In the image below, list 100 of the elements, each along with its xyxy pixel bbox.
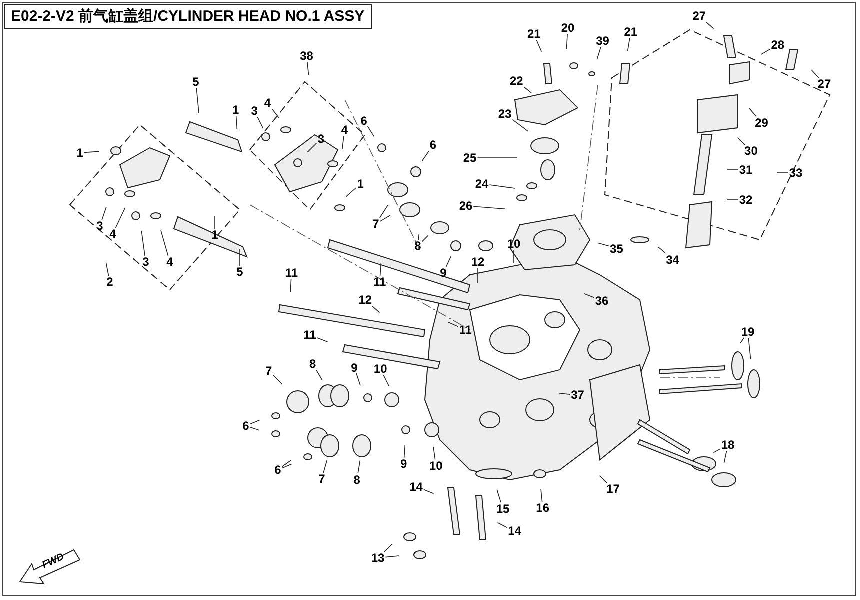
callout-number: 15 (495, 502, 511, 515)
leader-line (433, 446, 436, 460)
leader-line (540, 488, 543, 502)
leader-line (724, 450, 728, 464)
leader-line (380, 204, 388, 218)
callout-number: 27 (692, 10, 708, 22)
callout-number: 11 (302, 329, 318, 342)
callout-number: 6 (242, 420, 250, 432)
leader-line (106, 262, 110, 276)
leader-line (404, 444, 406, 458)
leader-line (115, 208, 126, 228)
leader-line (385, 556, 400, 558)
callout-number: 25 (462, 152, 478, 164)
leader-line (342, 136, 344, 150)
callout-number: 24 (474, 178, 490, 190)
callout-number: 16 (535, 502, 551, 514)
callout-number: 8 (308, 358, 318, 370)
callout-number: 5 (236, 266, 244, 278)
leader-line (599, 475, 608, 484)
leader-line (323, 460, 328, 474)
callout-number: 38 (299, 50, 314, 62)
leader-line (489, 184, 516, 189)
callout-number: 5 (192, 76, 200, 88)
callout-number: 1 (76, 146, 84, 159)
leader-line (584, 294, 595, 298)
leader-line (257, 116, 264, 129)
callout-number: 4 (263, 97, 272, 110)
leader-line (102, 207, 107, 220)
leader-line (84, 151, 100, 154)
callout-number: 1 (356, 178, 365, 190)
leader-line (372, 306, 380, 314)
callout-number: 2 (106, 276, 114, 288)
leader-line (424, 489, 434, 494)
callout-number: 21 (526, 28, 542, 40)
leader-line (384, 544, 392, 552)
callout-number: 30 (744, 145, 759, 158)
leader-line (141, 230, 146, 256)
callout-number: 36 (594, 294, 610, 307)
callout-number: 8 (414, 240, 422, 252)
leader-line (558, 392, 570, 395)
leader-line (496, 490, 502, 503)
callout-number: 14 (507, 525, 522, 538)
callout-number: 4 (166, 256, 174, 268)
leader-line (776, 172, 789, 174)
callout-number: 17 (606, 483, 621, 496)
callout-number: 3 (142, 256, 150, 268)
leader-line (658, 246, 666, 254)
callout-number: 14 (408, 480, 424, 493)
callout-number: 7 (264, 364, 274, 377)
callout-number: 19 (740, 326, 756, 338)
callout-number: 6 (360, 114, 368, 127)
leader-line (737, 137, 746, 146)
callout-number: 28 (770, 38, 786, 51)
leader-line (512, 119, 529, 132)
leader-line (214, 216, 216, 230)
callout-number: 13 (370, 552, 386, 564)
leader-line (272, 374, 283, 385)
leader-line (748, 108, 757, 117)
callout-number: 3 (250, 105, 259, 118)
callout-number: 9 (400, 458, 408, 470)
leader-line (596, 46, 602, 60)
leader-line (497, 522, 508, 528)
leader-line (422, 151, 430, 162)
leader-line (236, 116, 238, 130)
leader-line (627, 38, 630, 52)
leader-line (250, 427, 260, 431)
callout-number: 12 (470, 256, 486, 268)
leader-line (713, 448, 721, 454)
leader-line (524, 86, 532, 94)
leader-line (380, 215, 391, 222)
leader-line (367, 126, 375, 138)
leader-line (358, 460, 361, 474)
callout-number: 27 (816, 78, 832, 90)
leader-line (290, 278, 292, 292)
callout-number: 10 (372, 363, 388, 376)
leader-line (282, 464, 292, 469)
callout-number: 11 (372, 276, 388, 288)
diagram-title: E02-2-V2 前气缸盖组/CYLINDER HEAD NO.1 ASSY (4, 4, 372, 29)
callout-number: 6 (274, 464, 282, 476)
callout-number: 31 (738, 164, 754, 176)
callout-number: 4 (340, 124, 350, 136)
callout-number: 6 (428, 139, 438, 152)
leader-line (307, 142, 318, 153)
forward-direction-arrow: FWD (18, 548, 82, 586)
callout-number: 11 (458, 324, 473, 336)
leader-line (380, 262, 382, 276)
leader-line (536, 40, 542, 52)
callout-number: 32 (738, 194, 754, 206)
callout-number: 20 (560, 22, 576, 34)
callout-number: 23 (497, 108, 513, 120)
callout-number: 34 (665, 254, 680, 266)
callout-number: 29 (754, 116, 770, 129)
leader-line (422, 235, 429, 242)
callout-number: 1 (232, 104, 240, 116)
leader-line (196, 88, 200, 114)
callout-number: 39 (595, 35, 610, 48)
leader-line (706, 22, 714, 30)
leader-line (272, 108, 280, 119)
callout-number: 9 (350, 362, 359, 374)
leader-line (740, 338, 744, 344)
